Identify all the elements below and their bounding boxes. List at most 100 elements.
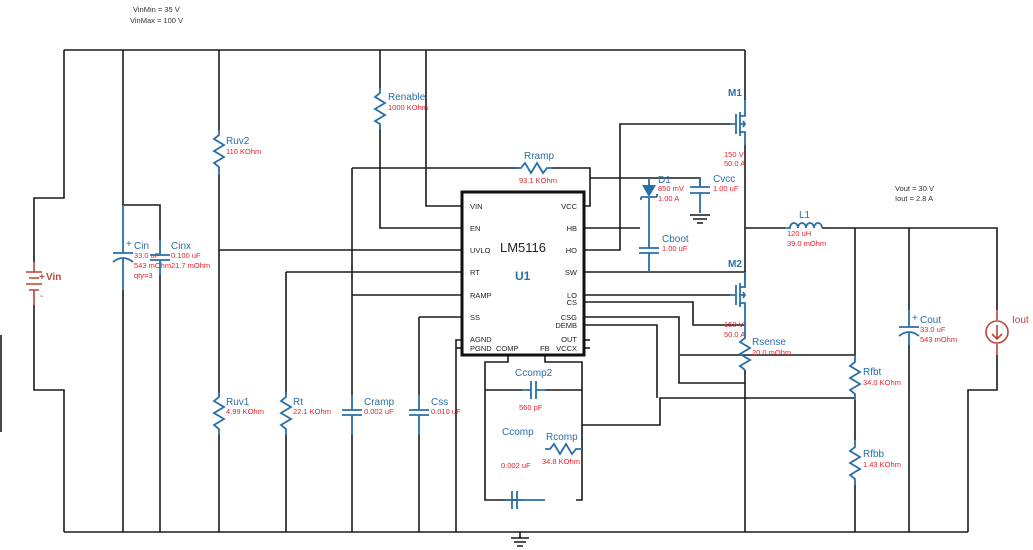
css-name: Css [431,397,448,408]
rcomp-resistor[interactable]: Rcomp 34.8 KOhm [542,432,582,466]
m2-vrating: 150 V [724,320,744,329]
iout-current-source[interactable]: Iout [985,310,1029,355]
vin-pin-wire [425,50,462,207]
l1-dcr: 39.0 mOhm [787,239,826,248]
cramp-value: 0.002 uF [364,407,394,416]
pin-cs: CS [567,298,577,307]
pin-out: OUT [561,335,577,344]
css-capacitor[interactable]: Css 0.010 uF [409,395,461,435]
pin-ss: SS [470,313,480,322]
pin-lo: LO [567,291,577,300]
css-value: 0.010 uF [431,407,461,416]
pin-en: EN [470,224,480,233]
iout-bottom-wire [967,355,998,532]
ho-wire [584,123,730,251]
cout-capacitor[interactable]: + Cout 33.0 uF 543 mOhm [898,310,957,345]
m2-mosfet[interactable]: M2 150 V 50.0 A [724,259,747,339]
pin-uvlo: UVLO [470,246,491,255]
d1-vf: 850 mV [658,184,684,193]
ruv2-value: 110 KOhm [226,147,261,156]
polarized-capacitor-icon [112,205,134,290]
rramp-name: Rramp [524,151,554,162]
capacitor-icon [690,178,710,213]
ccomp-value: 0.002 uF [501,461,531,470]
csg-wire [584,316,745,384]
resistor-icon [212,392,226,435]
rramp-resistor[interactable]: Rramp 93.1 KOhm [516,151,557,185]
rfbb-resistor[interactable]: Rfbb 1.43 KOhm [848,440,901,485]
mosfet-icon [730,100,747,145]
svg-text:+: + [126,239,132,250]
rsense-value: 20.0 mOhm [752,348,791,357]
capacitor-icon [409,395,429,435]
pin-vin: VIN [470,202,483,211]
iout-note: Iout = 2.8 A [895,194,933,203]
ccomp2-name: Ccomp2 [515,368,553,379]
mosfet-icon [730,272,747,320]
vin-source[interactable]: + Vin - [26,262,61,305]
resistor-icon [279,392,293,435]
cramp-capacitor[interactable]: Cramp 0.002 uF [342,395,394,435]
ccomp-capacitor[interactable]: Ccomp 0.002 uF [501,427,545,509]
ic-body [460,190,586,357]
cvcc-value: 1.00 uF [713,184,739,193]
pin-ramp: RAMP [470,291,492,300]
vin-minus-label: - [40,291,43,302]
m1-irating: 50.0 A [724,159,745,168]
pin-pgnd: PGND [470,344,492,353]
rfbt-resistor[interactable]: Rfbt 34.0 KOhm [848,355,901,400]
capacitor-icon [505,491,545,509]
d1-diode[interactable]: D1 850 mV 1.00 A [640,175,684,228]
l1-inductor[interactable]: L1 120 uH 39.0 mOhm [785,210,826,248]
renable-resistor[interactable]: Renable 1000 KOhm [373,88,428,130]
resistor-icon [738,320,752,371]
pin-sw: SW [565,268,578,277]
l1-name: L1 [799,210,811,221]
agnd-wire [455,339,462,532]
pin-rt: RT [470,268,480,277]
vout-note: Vout = 30 V [895,184,934,193]
resistor-icon [848,355,862,400]
cin-value: 33.0 uF [134,251,160,260]
vout-rail-wire [822,227,998,310]
pin-vcc: VCC [561,202,577,211]
ruv1-resistor[interactable]: Ruv1 4.99 KOhm [212,392,264,435]
ccomp2-capacitor[interactable]: Ccomp2 560 pF [515,368,553,412]
rt-resistor[interactable]: Rt 22.1 KOhm [279,392,331,435]
rfbt-value: 34.0 KOhm [863,378,901,387]
pin-csg: CSG [561,313,577,322]
m1-mosfet[interactable]: M1 150 V 50.0 A [724,88,747,168]
inductor-icon [785,222,823,229]
capacitor-icon [522,381,545,399]
cin-capacitor[interactable]: + Cin 33.0 uF 543 mOhm qty=3 [112,205,171,290]
rfbb-value: 1.43 KOhm [863,460,901,469]
ground-icon [511,537,529,547]
demb-wire [584,324,658,398]
resistor-icon [373,88,387,130]
cboot-name: Cboot [662,234,689,245]
vin-min-note: VinMin = 35 V [133,5,180,14]
cvcc-capacitor[interactable]: Cvcc 1.00 uF [690,174,739,224]
cinx-value: 0.100 uF [171,251,201,260]
arrow-down-icon [991,325,1003,341]
vin-label: Vin [46,272,61,283]
d1-name: D1 [658,175,671,186]
resistor-icon [516,161,553,175]
cout-value: 33.0 uF [920,325,946,334]
vin-source-bottom-wire [33,305,65,532]
renable-value: 1000 KOhm [388,103,428,112]
cinx-capacitor[interactable]: Cinx 0.100 uF 21.7 mOhm [150,240,210,275]
rsense-resistor[interactable]: Rsense 20.0 mOhm [738,320,791,371]
cout-esr: 543 mOhm [920,335,957,344]
rcomp-name: Rcomp [546,432,578,443]
renable-name: Renable [388,92,426,103]
cboot-capacitor[interactable]: Cboot 1.00 uF [639,228,689,272]
resistor-icon [212,130,226,175]
ic-u1[interactable]: LM5116 U1 VIN EN UVLO RT RAMP SS AGND PG… [460,190,586,357]
ruv2-name: Ruv2 [226,136,250,147]
ruv2-resistor[interactable]: Ruv2 110 KOhm [212,130,261,175]
battery-icon [26,262,42,305]
cboot-value: 1.00 uF [662,244,688,253]
rt-name: Rt [293,397,303,408]
